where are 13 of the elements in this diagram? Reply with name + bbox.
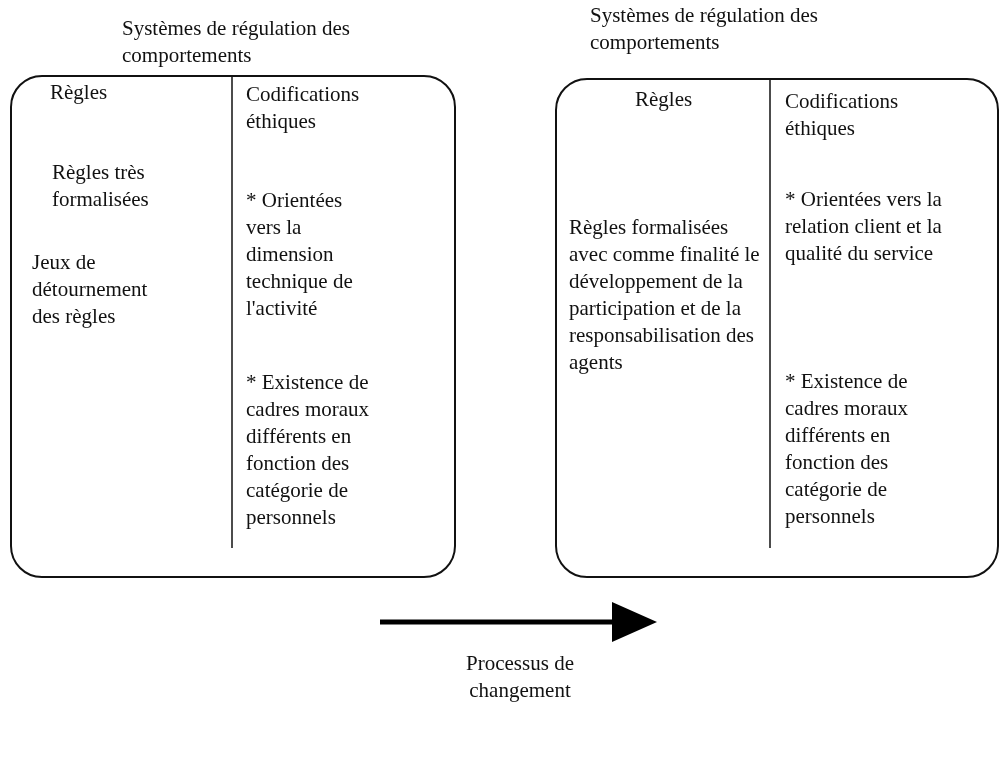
- ethics-text: * Existence de cadres moraux différents en fonction des catégorie de personnels: [785, 368, 910, 530]
- rule-text: Règles très formalisées: [52, 159, 150, 213]
- column-heading: Règles: [635, 86, 694, 113]
- panel-title: Systèmes de régulation des comportements: [122, 15, 352, 69]
- column-heading: Règles: [50, 79, 109, 106]
- ethics-text: * Orientées vers la relation client et la qualité du service: [785, 186, 943, 267]
- panel-title: Systèmes de régulation des comportements: [590, 2, 820, 56]
- rule-text: Règles formalisées avec comme finalité le développement de la participation et de la responsabilisation des agents: [569, 214, 761, 376]
- column-heading: Codifications éthiques: [246, 81, 361, 135]
- column-heading: Codifications éthiques: [785, 88, 900, 142]
- rule-text: Jeux de détournement des règles: [32, 249, 149, 330]
- ethics-text: * Existence de cadres moraux différents en fonction des catégorie de personnels: [246, 369, 371, 531]
- ethics-text: * Orientées vers la dimension technique de l'activité: [246, 187, 354, 322]
